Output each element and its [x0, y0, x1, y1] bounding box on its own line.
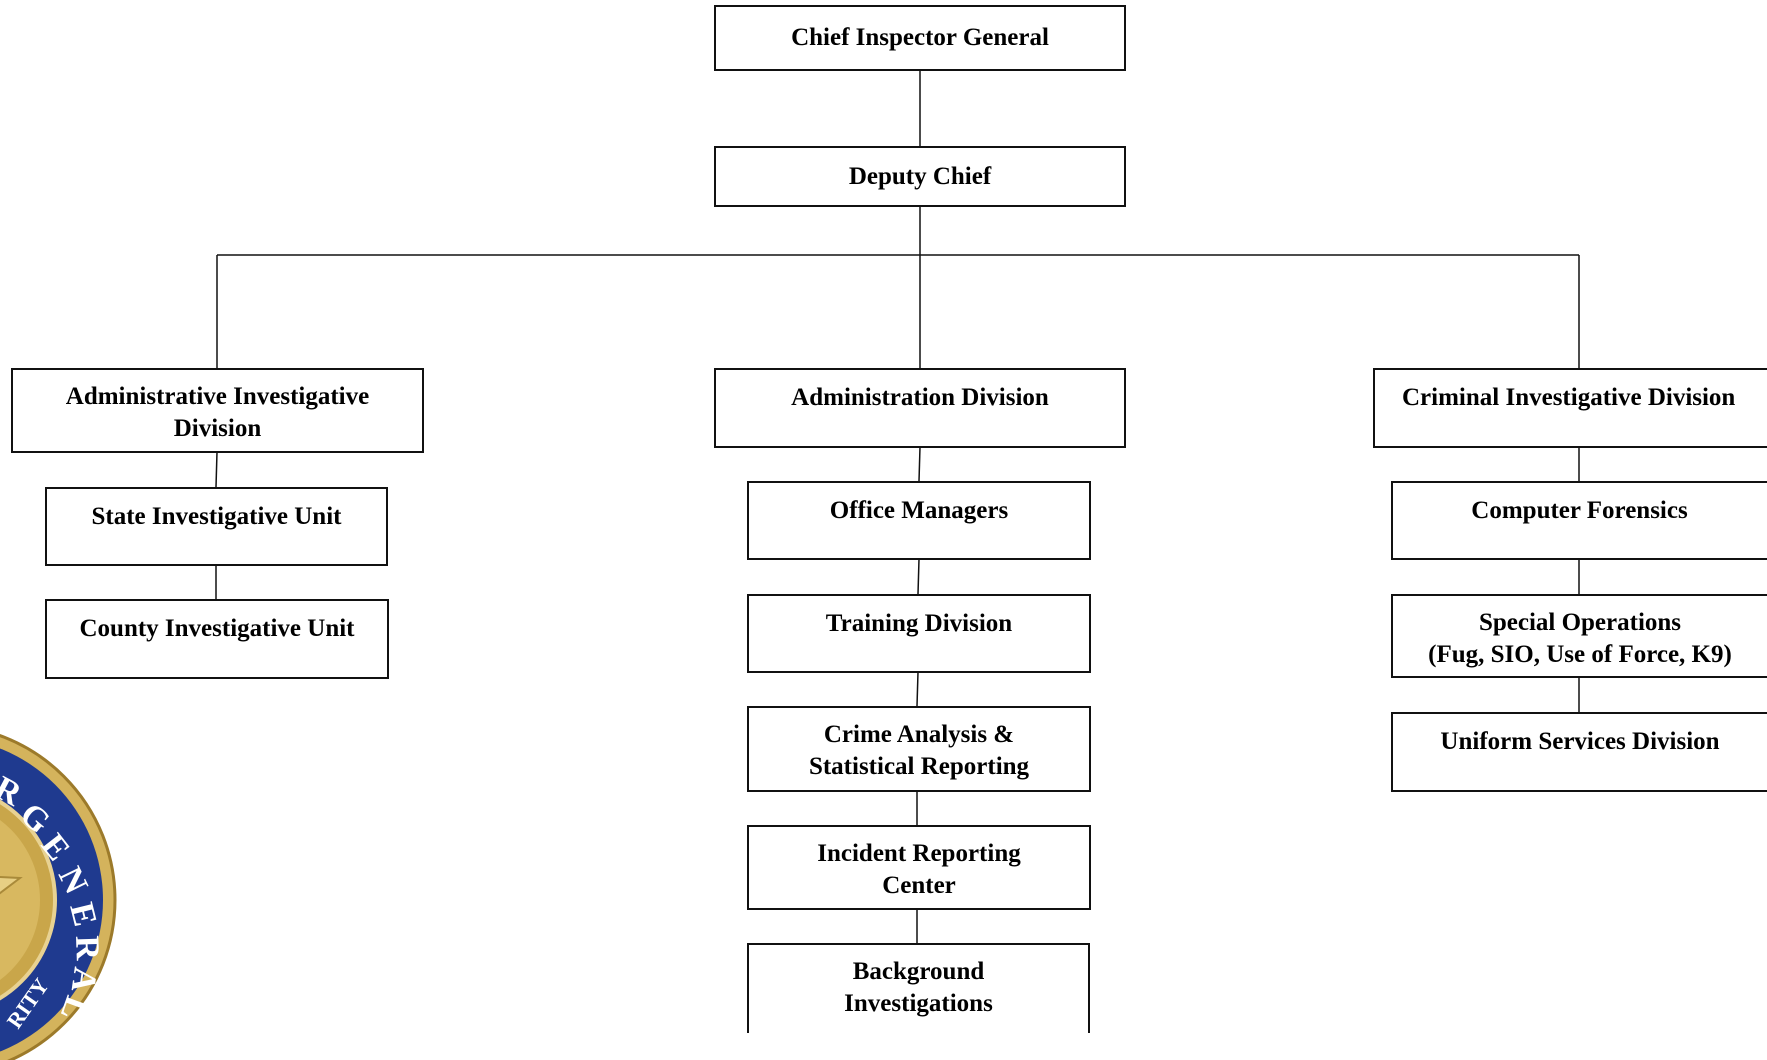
- svg-text:R: R: [68, 935, 106, 961]
- connector-training-crime: [916, 671, 919, 707]
- svg-text:A: A: [64, 965, 104, 995]
- administration-division-label: Administration Division: [791, 384, 1049, 411]
- criminal-investigative-division-box: Criminal Investigative Division: [1373, 368, 1767, 448]
- state-investigative-unit-box: State Investigative Unit: [45, 487, 388, 566]
- crime-analysis-label: Crime Analysis & Statistical Reporting: [808, 721, 1030, 780]
- background-investigations-box: Background Investigations: [747, 943, 1090, 1033]
- training-division-label: Training Division: [825, 610, 1013, 637]
- uniform-services-division-box: Uniform Services Division: [1391, 712, 1767, 792]
- connector-office-training: [917, 558, 920, 595]
- deputy-chief-box: Deputy Chief: [714, 146, 1126, 207]
- deputy-chief-label: Deputy Chief: [848, 162, 992, 190]
- administrative-investigative-division-box: Administrative Investigative Division: [11, 368, 424, 453]
- uniform-services-division-label: Uniform Services Division: [1440, 728, 1720, 755]
- special-operations-label: Special Operations (Fug, SIO, Use of For…: [1428, 609, 1732, 668]
- oig-seal-logo: R G E N E R A L RITY: [0, 734, 117, 1060]
- chief-inspector-general-box: Chief Inspector General: [714, 5, 1126, 71]
- special-operations-box: Special Operations (Fug, SIO, Use of For…: [1391, 594, 1767, 678]
- crime-analysis-box: Crime Analysis & Statistical Reporting: [747, 706, 1091, 792]
- administrative-investigative-division-label: Administrative Investigative Division: [65, 383, 370, 442]
- incident-reporting-center-label: Incident Reporting Center: [817, 840, 1021, 899]
- incident-reporting-center-box: Incident Reporting Center: [747, 825, 1091, 910]
- computer-forensics-box: Computer Forensics: [1391, 481, 1767, 560]
- connector-aid-state: [215, 451, 218, 488]
- criminal-investigative-division-label: Criminal Investigative Division: [1402, 384, 1736, 411]
- org-chart-connectors: [215, 70, 1580, 943]
- connector-ad-office: [918, 446, 921, 482]
- background-investigations-label: Background Investigations: [844, 958, 993, 1017]
- office-managers-box: Office Managers: [747, 481, 1091, 560]
- office-managers-label: Office Managers: [829, 497, 1009, 524]
- state-investigative-unit-label: State Investigative Unit: [91, 503, 342, 530]
- county-investigative-unit-label: County Investigative Unit: [79, 615, 355, 642]
- training-division-box: Training Division: [747, 594, 1091, 673]
- chief-inspector-general-label: Chief Inspector General: [791, 24, 1049, 51]
- administration-division-box: Administration Division: [714, 368, 1126, 448]
- computer-forensics-label: Computer Forensics: [1471, 497, 1688, 524]
- county-investigative-unit-box: County Investigative Unit: [45, 599, 389, 679]
